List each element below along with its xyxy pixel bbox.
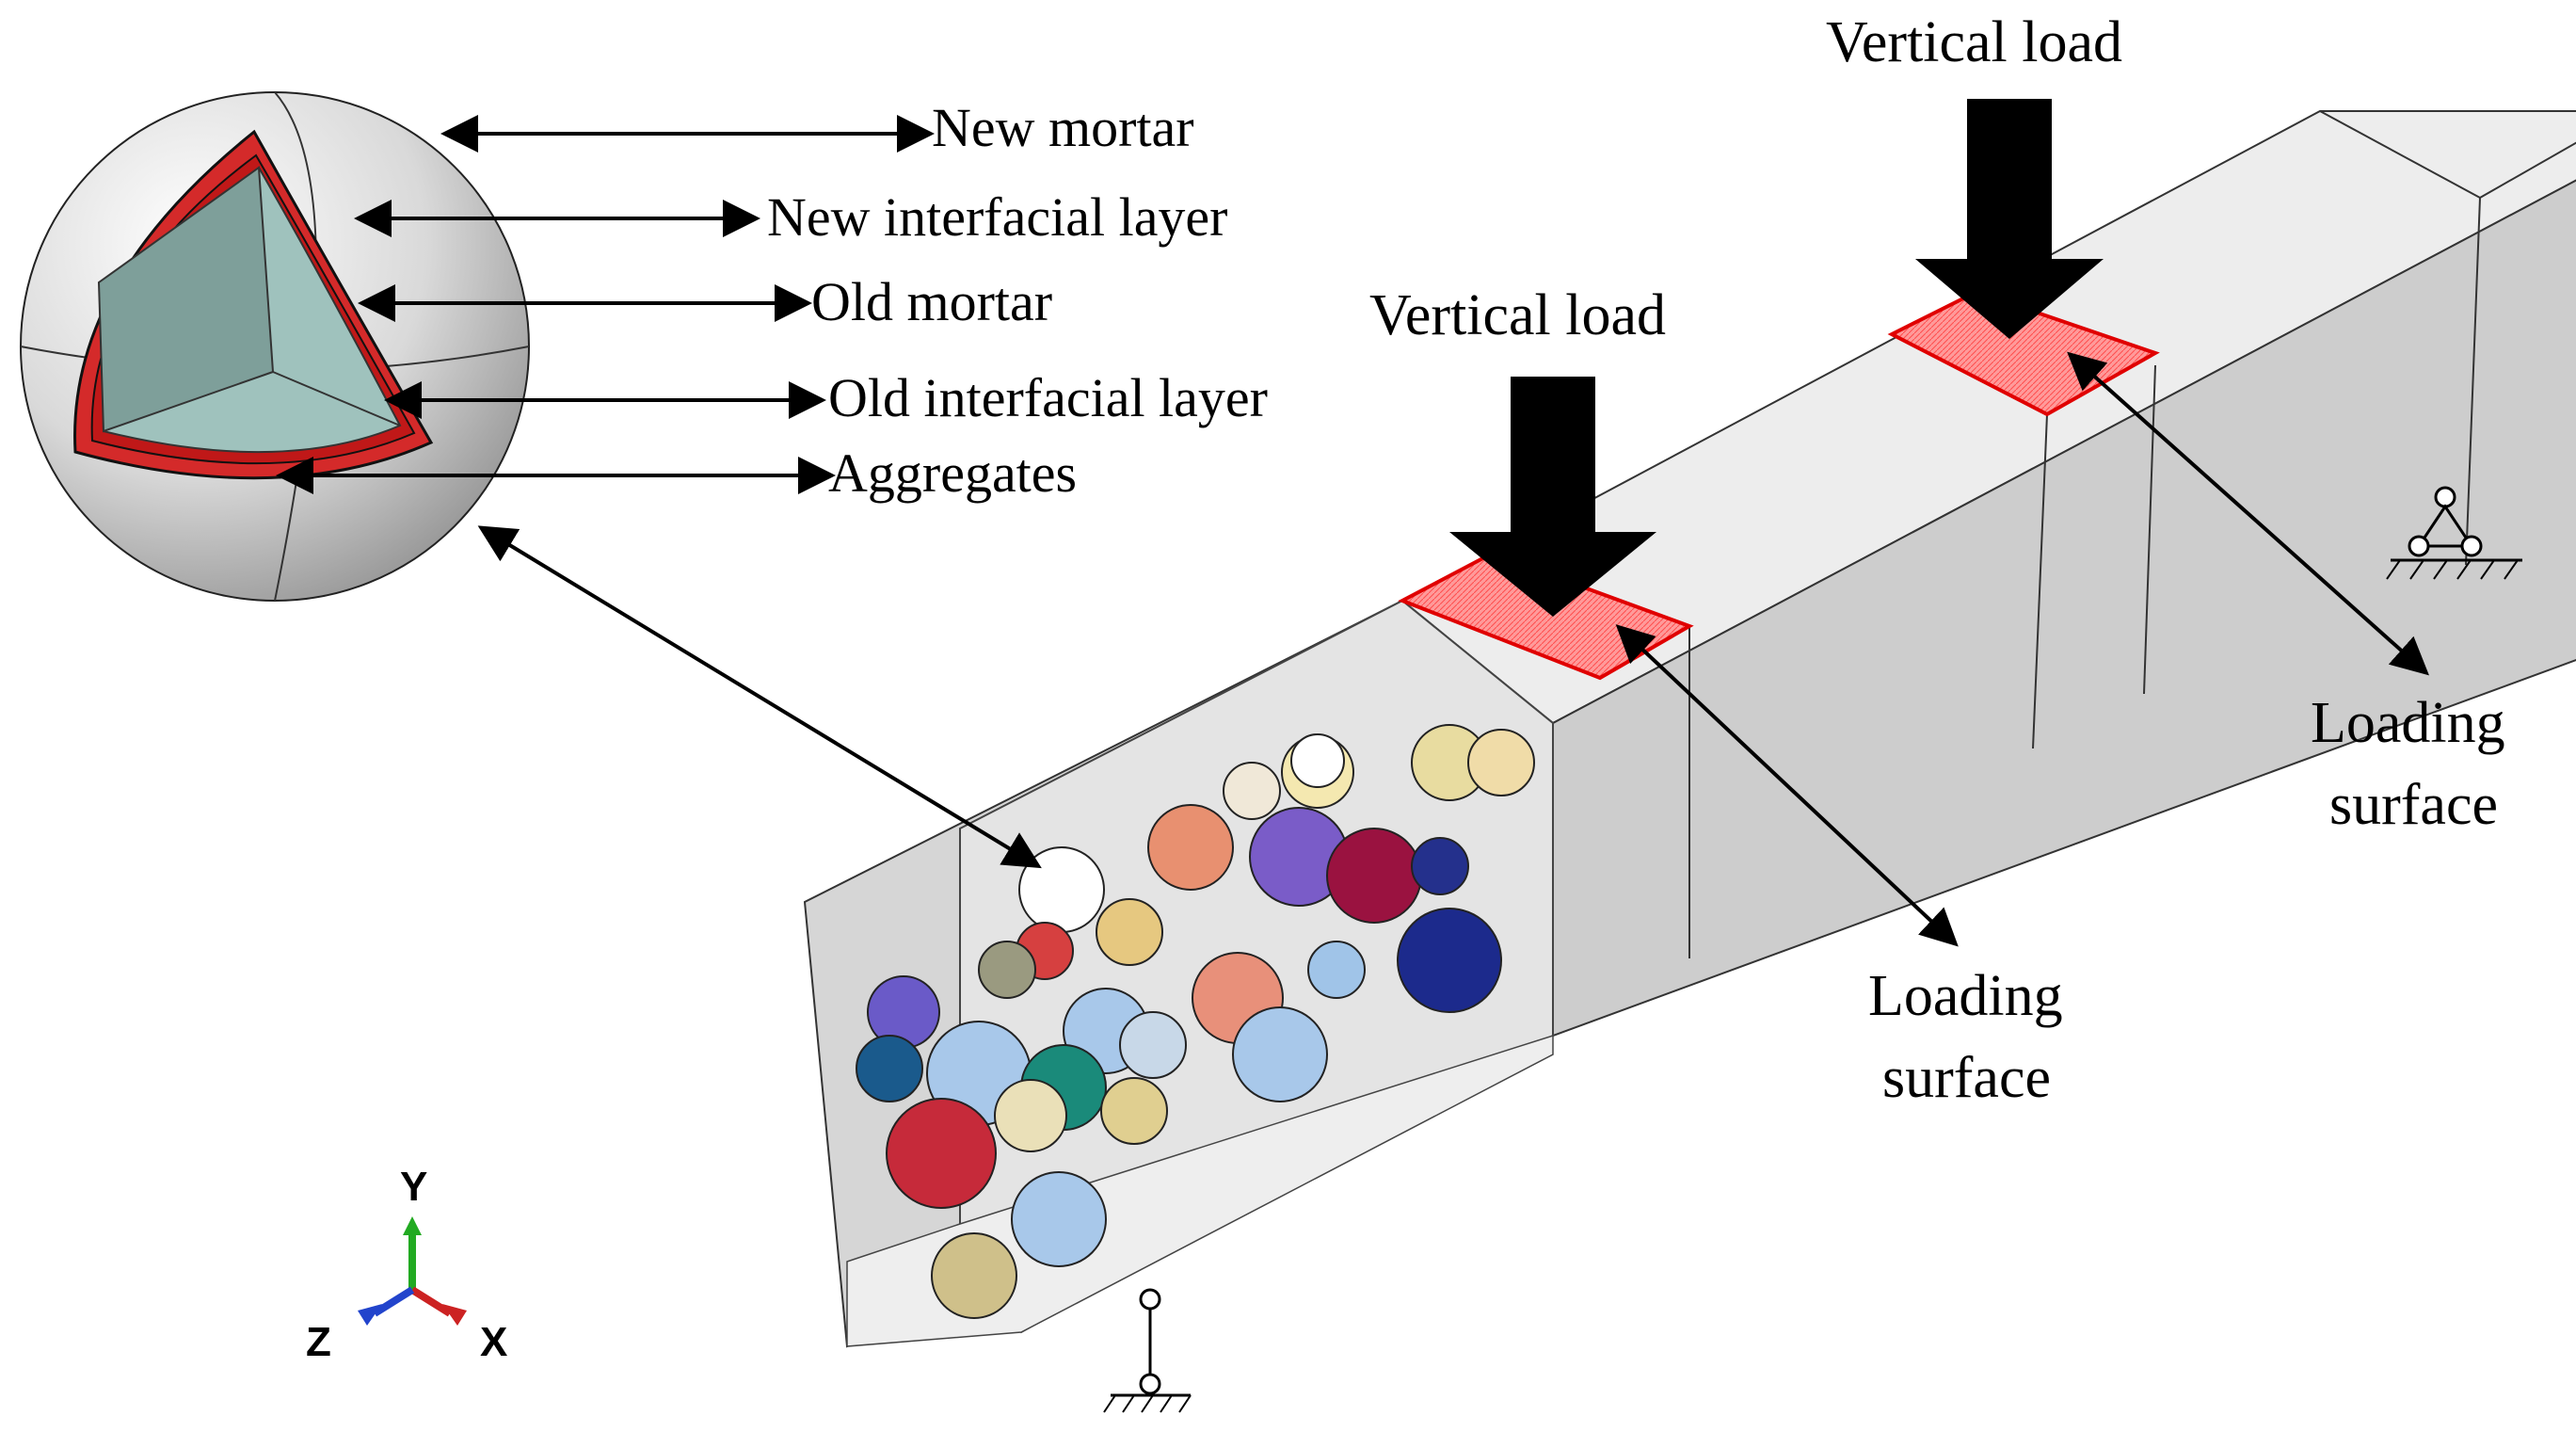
- segment-line: [2479, 141, 2576, 199]
- aggregate-sphere: [856, 1035, 923, 1102]
- aggregate-sphere: [1018, 846, 1105, 933]
- axis-label-x: X: [480, 1319, 507, 1365]
- vertical-load-arrow-right: [1915, 99, 2104, 339]
- pin-support-left: [1103, 1288, 1192, 1413]
- aggregate-sphere: [1411, 837, 1469, 895]
- axis-triad: Y Z X: [306, 1164, 507, 1365]
- aggregate-cutaway-sphere: [20, 91, 530, 602]
- segment-line: [2032, 413, 2048, 749]
- aggregate-sphere: [1307, 941, 1366, 999]
- label-old-interfacial-layer: Old interfacial layer: [828, 367, 1268, 428]
- axis-label-z: Z: [306, 1319, 331, 1365]
- aggregate-sphere: [994, 1079, 1067, 1152]
- aggregate-sphere: [1119, 1011, 1187, 1079]
- vertical-load-arrow-center: [1449, 377, 1656, 617]
- label-loading-surface-right-line2: surface: [2329, 773, 2498, 837]
- core-edge: [272, 371, 401, 426]
- axis-label-y: Y: [400, 1164, 427, 1210]
- label-loading-surface-right-line1: Loading: [2311, 691, 2505, 755]
- aggregate-sphere: [1100, 1077, 1168, 1145]
- aggregate-sphere: [1096, 898, 1163, 966]
- axis-y-arrow-head: [403, 1216, 422, 1235]
- label-vertical-load-center: Vertical load: [1369, 283, 1666, 347]
- label-aggregates: Aggregates: [828, 442, 1077, 504]
- aggregate-sphere: [1223, 762, 1281, 820]
- label-new-interfacial-layer: New interfacial layer: [767, 186, 1228, 248]
- aggregate-sphere: [978, 941, 1036, 999]
- aggregate-sphere: [1397, 908, 1502, 1013]
- segment-line: [2319, 110, 2481, 199]
- legend-arrows: [276, 115, 2429, 947]
- aggregate-sphere: [931, 1232, 1017, 1319]
- aggregate-sphere: [1011, 1171, 1107, 1267]
- axis-x-arrow: [409, 1286, 453, 1317]
- beam-cutaway-floor: [846, 1034, 1554, 1347]
- axis-x-arrow-head: [442, 1304, 467, 1326]
- axis-z-arrow-head: [358, 1304, 382, 1326]
- label-old-mortar: Old mortar: [811, 271, 1052, 332]
- aggregate-sphere: [1326, 828, 1422, 924]
- label-loading-surface-center-line1: Loading: [1868, 964, 2063, 1028]
- axis-z-arrow: [372, 1286, 415, 1317]
- aggregate-sphere: [1467, 729, 1535, 796]
- segment-line: [2465, 197, 2481, 566]
- label-vertical-load-right: Vertical load: [1826, 10, 2122, 74]
- label-loading-surface-center-line2: surface: [1882, 1046, 2051, 1110]
- aggregate-sphere: [886, 1098, 997, 1209]
- aggregates-cluster: [856, 724, 1535, 1319]
- label-new-mortar: New mortar: [932, 97, 1194, 158]
- aggregate-core-face: [97, 166, 275, 433]
- aggregate-sphere: [1147, 804, 1234, 891]
- aggregate-sphere: [1232, 1006, 1328, 1102]
- aggregate-sphere: [1290, 733, 1345, 788]
